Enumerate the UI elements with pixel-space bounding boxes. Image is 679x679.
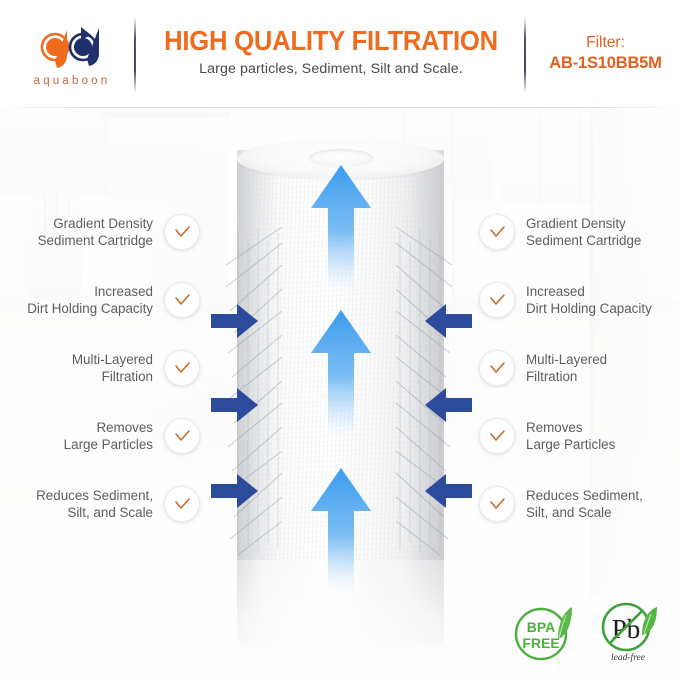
bpa-line1: BPA xyxy=(527,619,556,635)
cartridge-bottom-fade xyxy=(225,560,457,678)
header-underline xyxy=(0,107,679,108)
feature-label-line2: Dirt Holding Capacity xyxy=(526,301,652,316)
brand-wordmark: aquaboon xyxy=(33,74,111,87)
brand-logo: aquaboon xyxy=(16,20,128,92)
page-title: HIGH QUALITY FILTRATION xyxy=(164,25,498,56)
cartridge-left-shading xyxy=(237,150,277,610)
check-badge xyxy=(164,282,200,318)
lead-free-icon: Pb lead-free xyxy=(601,602,657,663)
feature-label: Increased Dirt Holding Capacity xyxy=(526,283,652,317)
feature-label-line1: Gradient Density xyxy=(53,216,153,231)
inward-arrow-icon xyxy=(425,388,472,422)
filter-label: Filter: xyxy=(586,34,625,51)
feature-label: Multi-Layered Filtration xyxy=(72,351,153,385)
feature-label: Gradient Density Sediment Cartridge xyxy=(38,215,153,249)
feature-label-line1: Reduces Sediment, xyxy=(526,488,643,503)
feature-item-left-3: Multi-Layered Filtration xyxy=(72,350,200,386)
feature-item-left-4: Removes Large Particles xyxy=(64,418,200,454)
inward-arrow-icon xyxy=(211,474,258,508)
feature-item-right-3: Multi-Layered Filtration xyxy=(479,350,607,386)
check-icon xyxy=(489,497,505,509)
feature-label: Removes Large Particles xyxy=(64,419,153,453)
feature-label-line2: Dirt Holding Capacity xyxy=(27,301,153,316)
inward-arrow-icon xyxy=(211,388,258,422)
feature-label: Increased Dirt Holding Capacity xyxy=(27,283,153,317)
feature-label: Multi-Layered Filtration xyxy=(526,351,607,385)
feature-label-line1: Removes xyxy=(526,420,583,435)
filter-model-block: Filter: AB-1S10BB5M xyxy=(532,33,679,73)
up-arrow-icon xyxy=(311,165,371,291)
feature-label: Removes Large Particles xyxy=(526,419,615,453)
feature-item-left-5: Reduces Sediment, Silt, and Scale xyxy=(36,486,200,522)
feature-label-line2: Silt, and Scale xyxy=(526,505,612,520)
check-badge xyxy=(479,350,515,386)
header-title-block: HIGH QUALITY FILTRATION Large particles,… xyxy=(142,25,520,78)
check-badge xyxy=(479,282,515,318)
up-arrow-icon xyxy=(311,310,371,436)
up-arrow-icon xyxy=(311,468,371,594)
bpa-free-badge: BPA FREE xyxy=(510,599,580,670)
feature-label-line1: Increased xyxy=(94,284,153,299)
feature-label: Reduces Sediment, Silt, and Scale xyxy=(526,487,643,521)
feature-label-line2: Large Particles xyxy=(526,437,616,452)
header-divider-left xyxy=(134,17,136,93)
check-icon xyxy=(489,225,505,237)
filter-model: AB-1S10BB5M xyxy=(549,53,662,72)
feature-label-line1: Multi-Layered xyxy=(71,352,153,367)
feature-label-line1: Multi-Layered xyxy=(526,352,608,367)
bpa-line2: FREE xyxy=(522,635,559,651)
cartridge-right-shading xyxy=(404,150,444,610)
feature-label-line1: Removes xyxy=(96,420,153,435)
feature-label-line2: Filtration xyxy=(526,369,578,384)
lead-free-caption: lead-free xyxy=(611,652,645,663)
check-icon xyxy=(174,361,190,373)
feature-label-line2: Sediment Cartridge xyxy=(37,233,153,248)
check-badge xyxy=(164,214,200,250)
feature-item-right-2: Increased Dirt Holding Capacity xyxy=(479,282,652,318)
inward-arrow-icon xyxy=(425,304,472,338)
check-icon xyxy=(174,497,190,509)
check-icon xyxy=(174,293,190,305)
bpa-free-icon: BPA FREE xyxy=(514,606,572,660)
feature-label: Reduces Sediment, Silt, and Scale xyxy=(36,487,153,521)
check-icon xyxy=(489,429,505,441)
feature-label-line2: Silt, and Scale xyxy=(67,505,153,520)
check-icon xyxy=(489,293,505,305)
check-badge xyxy=(479,418,515,454)
feature-label-line2: Sediment Cartridge xyxy=(526,233,642,248)
check-icon xyxy=(489,361,505,373)
cartridge-center-hole xyxy=(309,149,373,167)
certification-badges: BPA FREE Pb lead-free xyxy=(510,598,670,670)
feature-label-line2: Filtration xyxy=(101,369,153,384)
feature-label: Gradient Density Sediment Cartridge xyxy=(526,215,641,249)
page-subtitle: Large particles, Sediment, Silt and Scal… xyxy=(199,61,463,78)
check-badge xyxy=(479,486,515,522)
feature-item-right-1: Gradient Density Sediment Cartridge xyxy=(479,214,641,250)
header-divider-right xyxy=(524,17,526,93)
feature-item-right-5: Reduces Sediment, Silt, and Scale xyxy=(479,486,643,522)
inward-arrow-icon xyxy=(425,474,472,508)
check-badge xyxy=(164,486,200,522)
check-badge xyxy=(479,214,515,250)
feature-label-line1: Increased xyxy=(526,284,585,299)
check-icon xyxy=(174,225,190,237)
feature-item-left-1: Gradient Density Sediment Cartridge xyxy=(38,214,200,250)
aquaboon-droplet-logo-icon xyxy=(40,26,99,68)
inward-arrow-icon xyxy=(211,304,258,338)
feature-item-right-4: Removes Large Particles xyxy=(479,418,615,454)
check-badge xyxy=(164,418,200,454)
check-badge xyxy=(164,350,200,386)
feature-label-line2: Large Particles xyxy=(63,437,153,452)
feature-item-left-2: Increased Dirt Holding Capacity xyxy=(27,282,200,318)
lead-free-badge: Pb lead-free xyxy=(594,599,668,670)
feature-label-line1: Gradient Density xyxy=(526,216,626,231)
check-icon xyxy=(174,429,190,441)
feature-label-line1: Reduces Sediment, xyxy=(36,488,153,503)
header-bar: aquaboon HIGH QUALITY FILTRATION Large p… xyxy=(0,0,679,108)
